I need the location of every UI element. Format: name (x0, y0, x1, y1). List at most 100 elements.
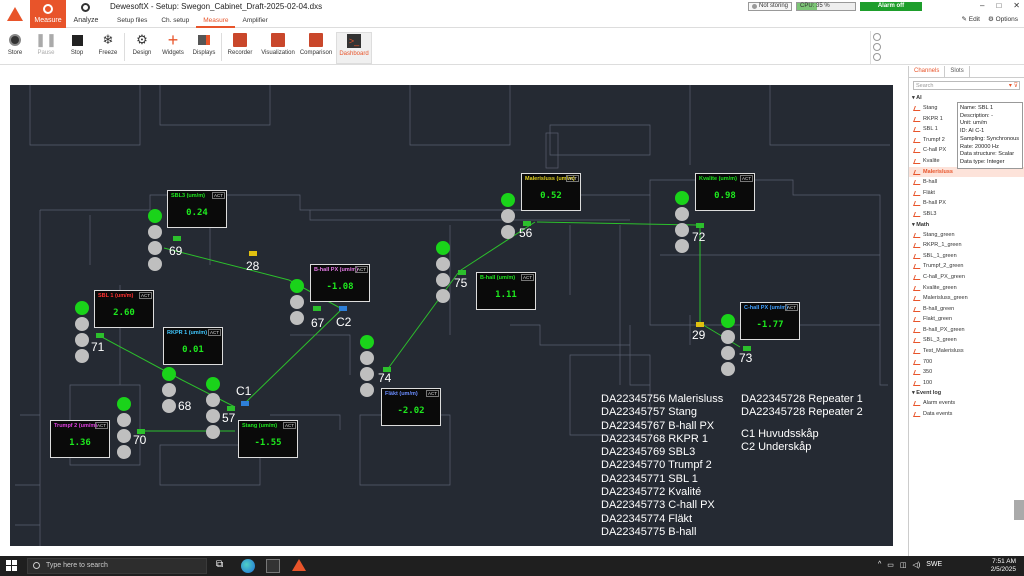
channel-item[interactable]: 100 (909, 378, 1024, 389)
channel-search-input[interactable]: Search▾ ⊽ (913, 81, 1020, 90)
pause-button[interactable]: ❚❚Pause (35, 32, 57, 57)
channel-item[interactable]: Malerisluss (909, 166, 1024, 178)
node-67[interactable] (290, 279, 304, 327)
channel-item[interactable]: Malerisluss_green (909, 293, 1024, 304)
windows-start-icon[interactable] (6, 560, 17, 571)
channel-item[interactable]: Trumpf 2 (909, 135, 1024, 146)
freeze-button[interactable]: ❄Freeze (98, 32, 118, 57)
gauge-b-hall-px[interactable]: B-hall PX (um/m)ACT-1.08 (310, 264, 370, 302)
channel-item[interactable]: B-hall PX (909, 198, 1024, 209)
channel-item[interactable]: SBL3 (909, 209, 1024, 220)
channel-item[interactable]: C-hall_PX_green (909, 272, 1024, 283)
channel-item[interactable]: Fläkt (909, 188, 1024, 199)
node-56[interactable] (501, 193, 515, 241)
gauge-stang[interactable]: Stang (um/m)ACT-1.55 (238, 420, 298, 458)
keyboard-language[interactable]: SWE (926, 561, 943, 568)
terminal-icon[interactable] (266, 559, 280, 573)
dashboard-button[interactable]: >_Dashboard (336, 32, 372, 64)
node-74[interactable] (360, 335, 374, 399)
circle-icon[interactable] (873, 43, 881, 51)
tab-channels[interactable]: Channels (909, 66, 946, 77)
group-ai[interactable]: ▾ AI (912, 95, 922, 101)
channel-item[interactable]: Trumpf_2_green (909, 261, 1024, 272)
channel-item[interactable]: B-hall_PX_green (909, 325, 1024, 336)
clock[interactable]: 7:51 AM 2/5/2025 (990, 558, 1016, 573)
channel-item[interactable]: B-hall_green (909, 304, 1024, 315)
channel-item[interactable]: 700 (909, 357, 1024, 368)
channel-item[interactable]: SBL_1_green (909, 251, 1024, 262)
recorder-button[interactable]: Recorder (225, 32, 255, 64)
channel-item[interactable]: Data events (909, 409, 1024, 420)
store-button[interactable]: Store (0, 32, 30, 64)
node-69[interactable] (148, 209, 162, 273)
filter-icon[interactable]: ▾ ⊽ (1008, 83, 1018, 89)
node-68[interactable] (162, 367, 176, 415)
channel-item[interactable]: RKPR_1_green (909, 240, 1024, 251)
visualization-button[interactable]: Visualization (260, 32, 296, 64)
taskbar-search-input[interactable]: Type here to search (27, 558, 207, 574)
channel-item[interactable]: C-hall PX (909, 145, 1024, 156)
dewesoft-taskbar-icon[interactable] (292, 559, 306, 573)
channel-item[interactable]: Test_Malerisluss (909, 346, 1024, 357)
alarm-status[interactable]: Alarm off (860, 1, 923, 11)
tab-setup-files[interactable]: Setup files (117, 17, 148, 24)
channel-item[interactable]: Stang_green (909, 230, 1024, 241)
node-71[interactable] (75, 301, 89, 365)
displays-button[interactable]: Displays (189, 32, 219, 64)
chevron-up-icon[interactable]: ^ (878, 561, 882, 568)
gauge-title: RKPR 1 (um/m) (167, 330, 208, 336)
analyze-mode-button[interactable]: Analyze (72, 0, 100, 28)
edit-button[interactable]: ✎ Edit (961, 16, 980, 23)
node-73[interactable] (721, 314, 735, 378)
edge-browser-icon[interactable] (241, 559, 255, 573)
channel-item[interactable]: Stang (909, 103, 1024, 114)
node-label-72: 72 (692, 230, 706, 244)
node-75[interactable] (436, 241, 450, 305)
node-72[interactable] (675, 191, 689, 255)
tab-measure[interactable]: Measure (196, 14, 236, 28)
tab-slots[interactable]: Slots (945, 66, 970, 77)
group-math[interactable]: ▾ Math (912, 221, 930, 228)
channel-item[interactable]: RKPR 1 (909, 114, 1024, 125)
channel-item[interactable]: B-hall (909, 177, 1024, 188)
network-icon[interactable]: ◫ (899, 562, 907, 569)
stop-button[interactable]: Stop (62, 32, 92, 64)
dewesoft-logo[interactable] (0, 0, 30, 28)
widgets-button[interactable]: +Widgets (162, 30, 184, 56)
node-label-69: 69 (169, 244, 183, 258)
circle-icon[interactable] (873, 53, 881, 61)
measure-mode-button[interactable]: Measure (30, 0, 66, 28)
battery-icon[interactable]: ▭ (887, 562, 894, 569)
close-icon[interactable]: ✕ (1013, 1, 1020, 10)
gauge-flakt[interactable]: Fläkt (um/m)ACT-2.02 (381, 388, 441, 426)
channel-item[interactable]: 350 (909, 367, 1024, 378)
options-button[interactable]: ⚙ Options (987, 16, 1018, 23)
channel-item[interactable]: Alarm events (909, 398, 1024, 409)
channel-item[interactable]: Kvalite_green (909, 283, 1024, 294)
maximize-icon[interactable]: □ (996, 1, 1002, 10)
node-57[interactable] (206, 377, 220, 441)
tab-amplifier[interactable]: Amplifier (242, 17, 268, 24)
channel-item[interactable]: SBL_3_green (909, 335, 1024, 346)
comparison-button[interactable]: Comparison (298, 32, 334, 64)
gauge-c-hall-px[interactable]: C-hall PX (um/m)ACT-1.77 (740, 302, 800, 340)
circle-icon[interactable] (873, 33, 881, 41)
group-event-log[interactable]: ▾ Event log (912, 390, 942, 397)
panel-scrollbar[interactable] (1014, 500, 1024, 520)
volume-icon[interactable]: ◁) (912, 562, 921, 569)
tab-ch-setup[interactable]: Ch. setup (161, 17, 190, 24)
design-button[interactable]: ⚙Design (132, 32, 152, 57)
task-view-icon[interactable]: ⧉ (216, 559, 224, 570)
channel-item[interactable]: SBL 1 (909, 124, 1024, 135)
node-70[interactable] (117, 397, 131, 461)
channel-item[interactable]: Kvalite (909, 156, 1024, 167)
channel-item[interactable]: Flakt_green (909, 314, 1024, 325)
minimize-icon[interactable]: – (980, 1, 985, 10)
